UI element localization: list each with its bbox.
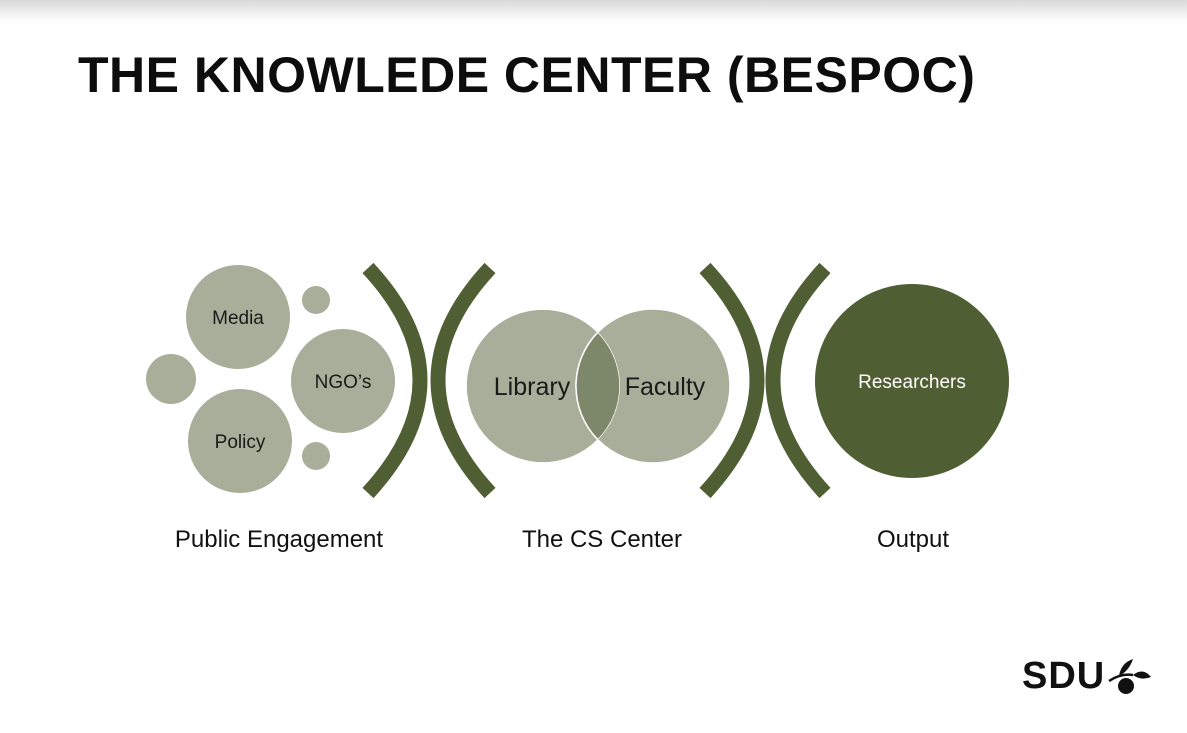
cs-center-venn: Library Faculty <box>465 308 731 464</box>
researchers-label: Researchers <box>858 372 966 393</box>
output-label: Output <box>877 526 949 553</box>
open-bracket-arc <box>430 262 496 499</box>
ngos-label: NGO’s <box>315 372 372 393</box>
close-bracket-arc <box>699 262 765 499</box>
slide-title: THE KNOWLEDE CENTER (BESPOC) <box>78 47 976 103</box>
apple-branch-icon <box>1108 658 1152 694</box>
small-circle <box>302 286 330 314</box>
policy-label: Policy <box>215 432 266 453</box>
cs-center-label: The CS Center <box>522 526 682 553</box>
researchers-circle <box>815 284 1009 478</box>
ngos-circle <box>291 329 395 433</box>
small-circle <box>146 354 196 404</box>
open-bracket-arc <box>765 262 831 499</box>
sdu-logo: SDU <box>1022 655 1153 698</box>
public-engagement-cluster: Media NGO’s Policy <box>146 265 395 493</box>
media-circle <box>186 265 290 369</box>
sdu-logo-text: SDU <box>1022 655 1106 697</box>
public-engagement-label: Public Engagement <box>175 526 383 553</box>
policy-circle <box>188 389 292 493</box>
faculty-label: Faculty <box>625 373 706 401</box>
small-circle <box>302 442 330 470</box>
close-bracket-arc <box>362 262 428 499</box>
media-label: Media <box>212 308 264 329</box>
library-label: Library <box>494 373 571 401</box>
top-shade <box>0 0 1187 22</box>
